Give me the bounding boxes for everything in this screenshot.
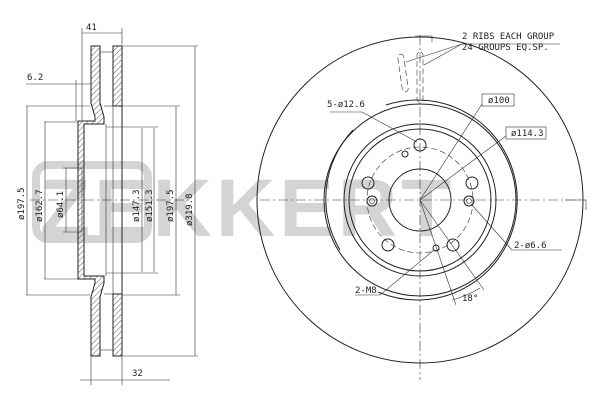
side-view: 41 6.2 32 ø197.5 ø162.7 ø64.1 ø147.3 ø15… bbox=[17, 23, 198, 385]
watermark: ZEKKERT bbox=[32, 161, 455, 254]
label-pcd: ø100 bbox=[488, 96, 510, 106]
label-angle: 18° bbox=[462, 294, 478, 304]
label-small-holes: 2-ø6.6 bbox=[514, 241, 547, 251]
dim-dia-197-left: ø197.5 bbox=[17, 187, 27, 220]
label-threaded-holes: 2-M8 bbox=[355, 286, 377, 296]
dim-hat-thickness: 6.2 bbox=[27, 73, 43, 83]
dim-dia-162: ø162.7 bbox=[35, 189, 45, 222]
label-pcd-alt: ø114.3 bbox=[511, 129, 544, 139]
dim-dia-bore: ø64.1 bbox=[56, 191, 66, 218]
dim-disc-thickness: 32 bbox=[132, 369, 143, 379]
dim-dia-outer: ø319.8 bbox=[185, 193, 195, 226]
dim-dia-151: ø151.3 bbox=[145, 189, 155, 222]
dim-dia-147: ø147.3 bbox=[132, 189, 142, 222]
dim-dia-197-right: ø197.5 bbox=[166, 189, 176, 222]
front-view: 2 RIBS EACH GROUP 24 GROUPS EQ.SP. 5-ø12… bbox=[256, 32, 587, 380]
bolt-holes bbox=[361, 138, 479, 252]
dim-width-total: 41 bbox=[86, 23, 97, 33]
watermark-text: ZEKKERT bbox=[40, 163, 455, 254]
note-ribs-each-group: 2 RIBS EACH GROUP bbox=[462, 32, 555, 42]
note-groups-spacing: 24 GROUPS EQ.SP. bbox=[462, 43, 549, 53]
label-bolt-holes: 5-ø12.6 bbox=[327, 100, 365, 110]
